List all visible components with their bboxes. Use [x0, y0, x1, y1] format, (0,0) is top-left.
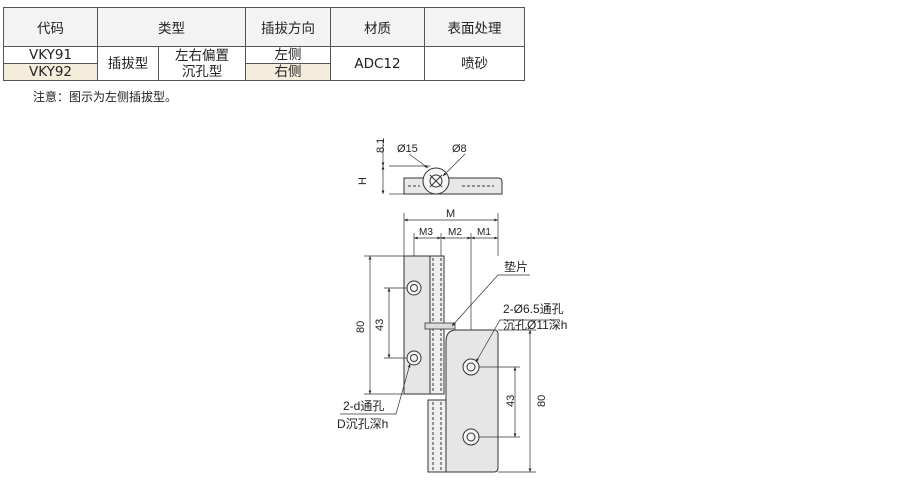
header-surface: 表面处理	[424, 7, 525, 47]
type-main-cell: 插拔型	[97, 46, 159, 81]
code-cell: VKY92	[3, 63, 98, 81]
dim-m-label: M	[446, 208, 455, 220]
right-hole-label-2: 沉孔Ø11深h	[503, 318, 567, 332]
material-cell: ADC12	[330, 46, 425, 81]
left-dimensions	[364, 255, 407, 395]
shim-label: 垫片	[504, 259, 528, 274]
leader-lines	[340, 274, 556, 415]
type-sub-cell: 左右偏置 沉孔型	[158, 46, 246, 81]
dim-phi8-label: Ø8	[452, 143, 467, 155]
note-text: 注意：图示为左侧插拔型。	[33, 90, 178, 104]
right-leaf	[427, 329, 499, 473]
left-hole-label-2: D沉孔深h	[337, 417, 388, 431]
surface-cell: 喷砂	[424, 46, 525, 81]
table-row: VKY91 插拔型 左右偏置 沉孔型 左侧 ADC12 喷砂	[3, 46, 525, 81]
dim-phi15-label: Ø15	[397, 143, 418, 155]
dim-43-right-label: 43	[505, 395, 517, 407]
header-material: 材质	[330, 7, 425, 47]
shim	[424, 322, 456, 330]
spec-table: 代码 类型 插拔方向 材质 表面处理 VKY91 插拔型 左右偏置 沉孔型 左侧…	[3, 7, 525, 81]
direction-cell: 右侧	[245, 63, 331, 81]
table-header-row: 代码 类型 插拔方向 材质 表面处理	[3, 7, 525, 47]
right-dimensions	[479, 329, 536, 473]
left-hole-label-1: 2-d通孔	[343, 399, 384, 413]
table-row: VKY92 右侧	[3, 63, 525, 81]
header-code: 代码	[3, 7, 98, 47]
dim-m3-label: M3	[419, 227, 433, 238]
dim-80-right-label: 80	[536, 395, 548, 407]
dim-8-1-label: 8.1	[375, 138, 387, 153]
width-dimensions	[403, 213, 499, 340]
dim-43-left-label: 43	[374, 319, 386, 331]
dim-80-left-label: 80	[355, 321, 367, 333]
top-view	[381, 140, 503, 195]
right-hole-label-1: 2-Ø6.5通孔	[503, 302, 564, 316]
dim-m1-label: M1	[477, 227, 491, 238]
dim-h-label: H	[357, 177, 369, 185]
dim-m2-label: M2	[448, 227, 462, 238]
